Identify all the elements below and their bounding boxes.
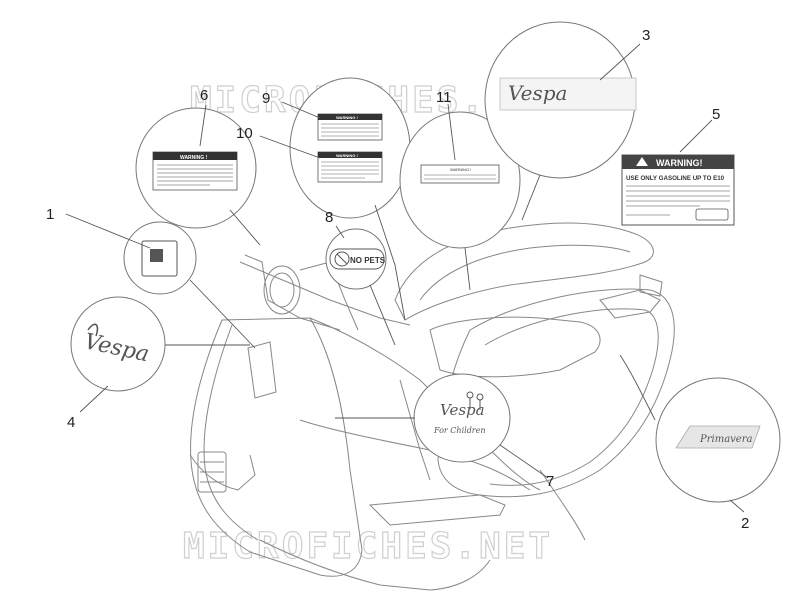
callout-11: 11 [436,89,452,106]
watermark-bottom: MICROFICHES.NET [183,526,553,567]
leader-11 [447,103,456,161]
callout-10: 10 [236,125,253,142]
callout-2: 2 [741,515,749,532]
decal-5-line1: USE ONLY GASOLINE UP TO E10 [626,175,725,182]
callout-9: 9 [262,90,270,107]
callout-3: 3 [642,27,650,44]
leader-1 [65,213,151,249]
decal-10-head: WARNING ! [336,153,358,158]
decal-11-head: WARNING ! [450,167,471,172]
leader-9 [281,101,321,119]
decal-7-for-children: Vespa For Children [335,373,511,463]
leader-3 [599,43,641,81]
decal-9-10-warnings: WARNING ! WARNING ! [289,77,411,321]
decal-7-text: For Children [433,426,486,435]
decal-1-badge [123,221,256,349]
decal-9-head: WARNING ! [336,115,358,120]
decal-2-text: Primavera [699,434,752,445]
callout-7: 7 [546,473,554,490]
callout-5: 5 [712,106,720,123]
decal-8-no-pets: NO PETS [325,228,396,346]
decal-2-primavera: Primavera [619,354,781,503]
decal-5-fuel-warning: WARNING! USE ONLY GASOLINE UP TO E10 [621,154,735,226]
leader-5 [679,119,713,153]
decal-6-warning: WARNING ! [135,107,261,246]
callout-8: 8 [325,209,333,226]
leader-4 [79,385,109,413]
callout-6: 6 [200,87,208,104]
decal-6-head: WARNING ! [180,155,208,161]
leader-8 [335,225,345,239]
leader-6 [199,104,207,147]
decal-11-warning: WARNING ! [399,111,521,291]
decal-3-text: Vespa [508,81,567,105]
leader-10 [259,135,321,159]
callout-4: 4 [67,414,75,431]
decal-5-head: WARNING! [656,158,703,168]
decal-8-text: NO PETS [350,256,386,265]
callout-1: 1 [46,206,54,223]
leader-2 [729,499,745,513]
decal-7-script: Vespa [440,401,485,419]
decal-3-vespa-logo: Vespa [484,21,637,221]
leader-7 [499,444,549,479]
decal-4-vespa-script: Vespa [70,296,250,392]
